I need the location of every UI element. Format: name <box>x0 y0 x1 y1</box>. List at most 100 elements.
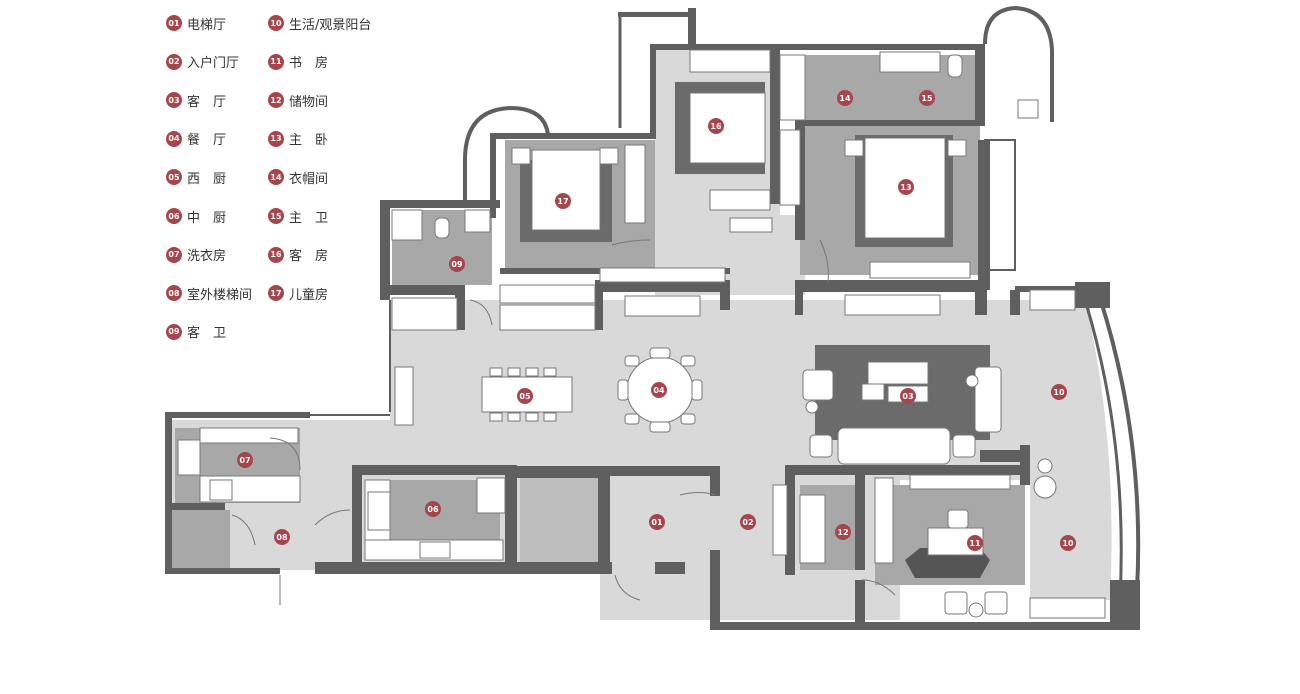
kids-bed <box>531 149 601 231</box>
wardrobe <box>779 129 801 206</box>
wall <box>855 580 865 622</box>
nightstand <box>844 139 864 157</box>
side-table-round <box>968 602 984 618</box>
nightstand <box>599 147 619 165</box>
floor-balcony-east <box>1030 300 1112 600</box>
legend-label: 室外楼梯间 <box>187 287 253 303</box>
wall <box>710 622 1140 630</box>
wardrobe <box>779 54 806 121</box>
vanity <box>464 209 491 233</box>
legend-label: 客 卫 <box>187 326 227 342</box>
wall <box>165 503 225 510</box>
balcony-table <box>1033 475 1057 499</box>
plan-badge-number: 04 <box>653 386 665 395</box>
wall <box>595 280 730 292</box>
wardrobe <box>499 304 596 331</box>
side-table-round <box>965 374 979 388</box>
dining-chair <box>691 379 703 401</box>
bookshelf <box>909 474 1011 490</box>
sofa-side <box>974 366 1002 433</box>
wall <box>352 465 362 573</box>
plan-badge-number: 08 <box>276 533 288 542</box>
wall <box>1020 445 1030 485</box>
vanity <box>879 51 941 73</box>
wardrobe <box>624 144 646 224</box>
legend-badge: 16 <box>268 246 284 263</box>
fridge <box>476 477 506 514</box>
wall <box>455 285 465 330</box>
wall <box>505 465 517 570</box>
wall <box>1015 286 1110 292</box>
dining-chair <box>680 355 696 367</box>
door-swing <box>679 492 716 496</box>
bar-stool <box>525 412 539 422</box>
wall <box>165 412 172 574</box>
balcony-arc-east <box>983 5 1054 122</box>
plan-badge-number: 10 <box>1053 388 1065 397</box>
balcony-arc-west <box>463 105 550 205</box>
sofa-main <box>837 427 951 465</box>
legend-label: 电梯厅 <box>187 17 227 33</box>
plan-badge <box>517 388 533 404</box>
plan-badge-number: 16 <box>710 122 722 131</box>
wall <box>1075 282 1110 308</box>
bar-stool <box>507 412 521 422</box>
wall <box>720 280 730 310</box>
wall <box>795 280 985 292</box>
bar-stool <box>543 412 557 422</box>
furniture <box>177 49 1106 619</box>
legend-label: 书 房 <box>289 56 329 72</box>
legend-badge: 14 <box>268 169 284 186</box>
door-swing <box>231 514 256 546</box>
plan-badge-number: 05 <box>519 392 531 401</box>
legend-label: 入户门厅 <box>187 56 240 72</box>
wall <box>655 562 685 574</box>
legend-badge: 04 <box>166 130 182 147</box>
plan-badge <box>237 452 253 468</box>
dining-chair <box>649 421 671 433</box>
double-sink <box>367 491 391 531</box>
legend-badge: 10 <box>268 15 284 31</box>
storage-shelf <box>874 477 894 564</box>
shower <box>391 209 423 241</box>
storage-shelf <box>799 494 826 564</box>
dining-chair <box>617 379 629 401</box>
legend-badge: 03 <box>166 92 182 109</box>
dining-chair <box>624 355 640 367</box>
floor-outdoor-stair <box>170 510 230 570</box>
door-swings <box>231 239 896 605</box>
legend-badge: 06 <box>166 208 182 224</box>
legend-item: 14 衣帽间 <box>268 167 328 187</box>
bar-stool <box>543 367 557 377</box>
legend-badge: 09 <box>166 323 182 340</box>
coffee-table <box>867 361 929 385</box>
toilet <box>947 54 963 78</box>
door-swing <box>314 509 351 526</box>
wall <box>795 120 985 126</box>
console <box>394 366 414 426</box>
bar-stool <box>489 367 503 377</box>
washer <box>209 479 233 501</box>
wall <box>618 12 690 17</box>
lounge-chair <box>952 434 976 458</box>
plan-badge-number: 06 <box>427 505 439 514</box>
balcony-cabinet <box>1029 597 1106 619</box>
plan-badge <box>919 90 935 106</box>
plan-badge-number: 02 <box>742 518 753 527</box>
legend-label: 衣帽间 <box>289 171 329 187</box>
legend-badge: 07 <box>166 246 182 263</box>
plan-badge-number: 13 <box>900 183 911 192</box>
wardrobe <box>709 189 771 211</box>
door-swing <box>614 574 641 601</box>
plan-badge-number: 09 <box>451 260 463 269</box>
legend-item: 09 客 卫 <box>166 322 226 342</box>
door-swing <box>611 239 651 246</box>
